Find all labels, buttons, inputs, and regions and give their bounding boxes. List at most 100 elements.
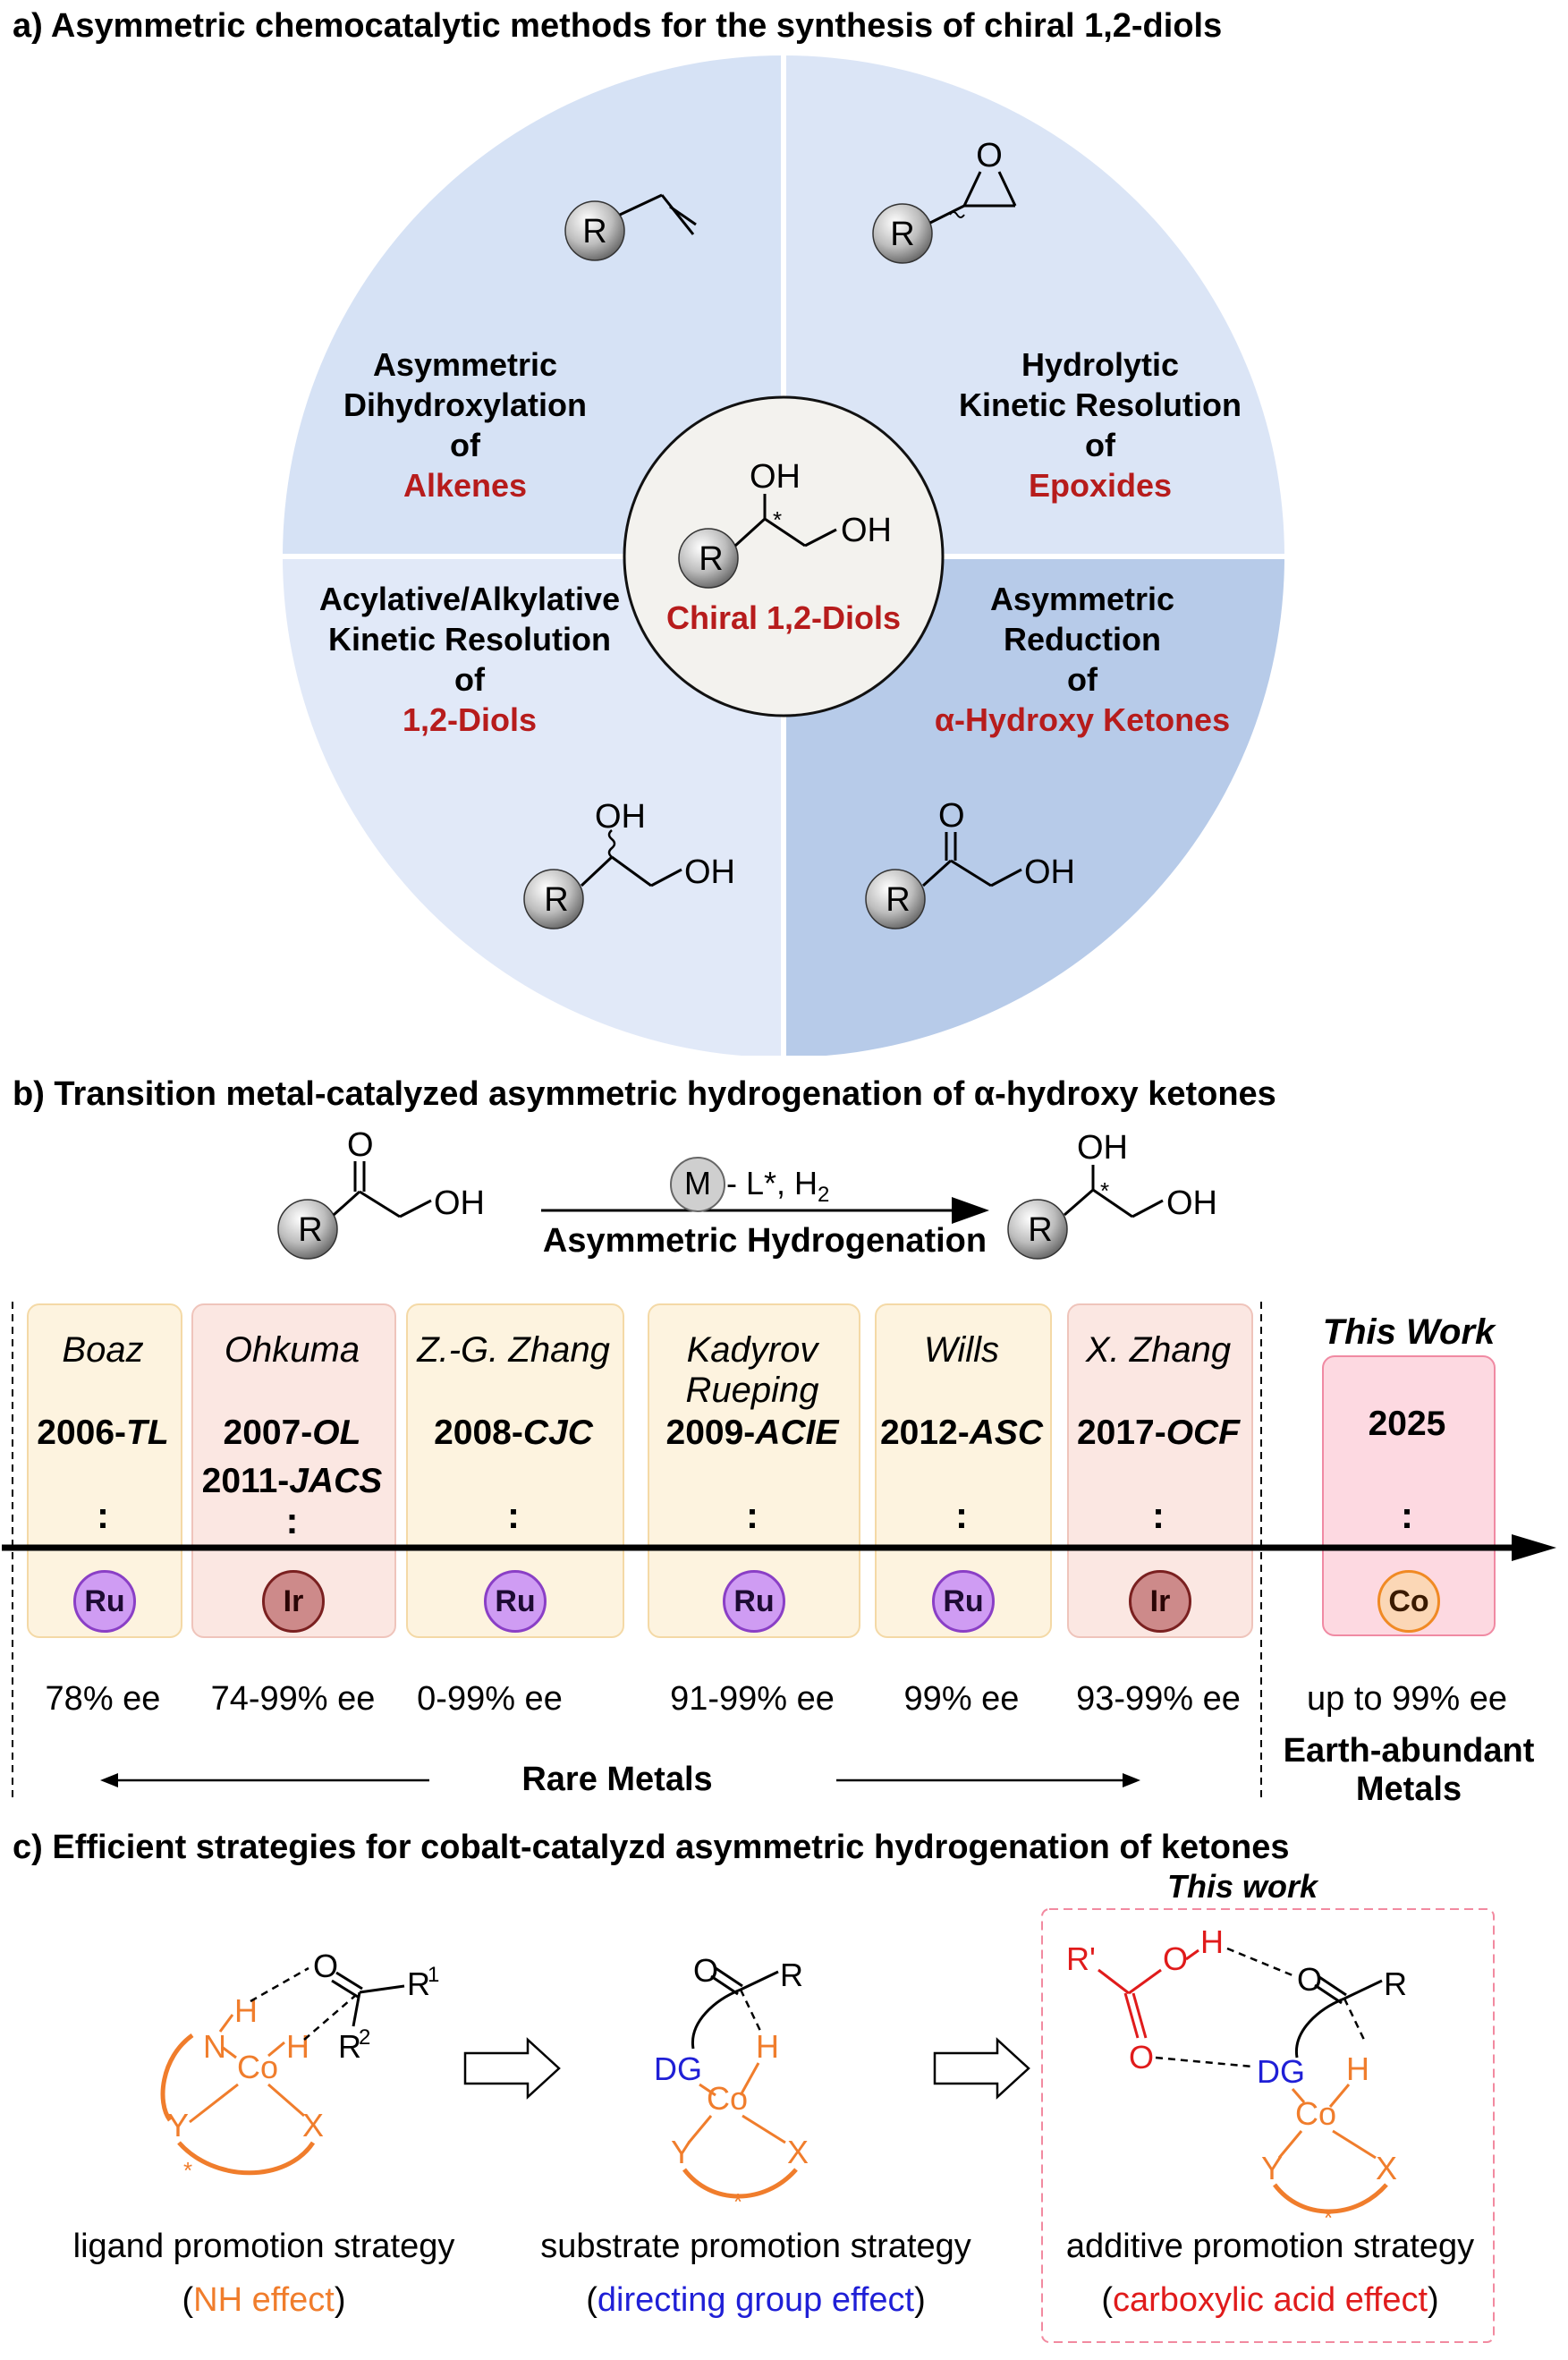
svg-text:O: O <box>693 1952 718 1989</box>
metal-badge-ru: Ru <box>73 1570 136 1633</box>
panel-a-wheel: R R O R OH * OH <box>283 55 1284 1056</box>
svg-text:R: R <box>582 213 606 250</box>
timeline-colon: : <box>97 1494 109 1536</box>
svg-text:*: * <box>1100 1177 1109 1204</box>
svg-text:R: R <box>699 540 723 578</box>
metal-badge-ir: Ir <box>1129 1570 1191 1633</box>
svg-text:OH: OH <box>841 512 892 549</box>
strategy-name: ligand promotion strategy <box>72 2228 455 2265</box>
timeline-axis <box>2 1534 1556 1561</box>
strategy-name: additive promotion strategy <box>1065 2228 1475 2265</box>
panel-c-schemes: Co N H H Y X * O R <box>160 1908 1495 2343</box>
strategy-name: substrate promotion strategy <box>540 2228 971 2265</box>
svg-text:Co: Co <box>707 2080 748 2117</box>
svg-text:H: H <box>234 1992 258 2029</box>
svg-text:O: O <box>313 1948 338 1984</box>
entry-ee: up to 99% ee <box>1307 1680 1507 1718</box>
quadrant-epoxides <box>784 55 1284 556</box>
timeline-colon: : <box>507 1494 520 1536</box>
this-work-label-c: This work <box>1167 1868 1318 1905</box>
quadrant-ketones <box>784 556 1284 1056</box>
svg-text:R: R <box>1384 1965 1407 2002</box>
entry-ee: 0-99% ee <box>417 1680 563 1718</box>
rare-metals-arrows <box>100 1773 1140 1787</box>
earth-abundant-label: Earth-abundant Metals <box>1283 1732 1535 1808</box>
this-work-label: This Work <box>1322 1312 1496 1352</box>
entry-year: 2007-OL <box>223 1413 361 1452</box>
svg-text:OH: OH <box>1077 1129 1128 1167</box>
entry-ee: 99% ee <box>903 1680 1020 1718</box>
metal-badge-ru: Ru <box>723 1570 785 1633</box>
svg-text:*: * <box>773 506 782 533</box>
timeline-colon: : <box>746 1494 759 1536</box>
metal-badge-co: Co <box>1377 1570 1440 1633</box>
quadrant-label-alkenes: Asymmetric Dihydroxylation of Alkenes <box>343 346 588 504</box>
epoxide-structure: R O <box>872 137 1017 264</box>
svg-text:X: X <box>787 2134 809 2170</box>
svg-text:OH: OH <box>434 1184 485 1222</box>
svg-text:R: R <box>338 2028 361 2065</box>
svg-text:Y: Y <box>671 2134 692 2170</box>
svg-text:H: H <box>286 2028 309 2065</box>
svg-text:X: X <box>1376 2150 1397 2186</box>
svg-text:H: H <box>756 2028 779 2065</box>
entry-year: 2025 <box>1368 1405 1446 1443</box>
strategy-effect: (NH effect) <box>182 2281 346 2319</box>
chiral-diol-structure: R OH * OH <box>678 458 892 589</box>
svg-text:R': R' <box>1066 1940 1096 1977</box>
metal-badge-ru: Ru <box>932 1570 995 1633</box>
svg-text:Y: Y <box>167 2107 189 2144</box>
entry-author: Wills <box>923 1330 1000 1370</box>
metal-badge-ru: Ru <box>484 1570 547 1633</box>
svg-text:O: O <box>347 1126 374 1164</box>
timeline-colon: : <box>1152 1494 1165 1536</box>
svg-text:*: * <box>1324 2204 1333 2231</box>
entry-ee: 74-99% ee <box>210 1680 376 1718</box>
entry-ee: 91-99% ee <box>670 1680 835 1718</box>
panel-c-title: c) Efficient strategies for cobalt-catal… <box>13 1829 1290 1866</box>
svg-text:2: 2 <box>359 2025 370 2050</box>
hydroxy-ketone-structure: R O OH <box>865 797 1075 930</box>
panel-b-title: b) Transition metal-catalyzed asymmetric… <box>13 1075 1276 1113</box>
entry-year-2: 2011-JACS <box>201 1462 383 1500</box>
panel-b-scheme: R O OH R OH * OH <box>12 1126 1262 1803</box>
entry-year: 2006-TL <box>37 1413 169 1452</box>
racemic-diol-structure: R OH OH <box>523 798 735 930</box>
strategy-effect: (directing group effect) <box>586 2281 926 2319</box>
svg-text:OH: OH <box>684 853 735 891</box>
center-label: Chiral 1,2-Diols <box>665 599 902 636</box>
svg-text:*: * <box>733 2188 742 2215</box>
quadrant-diols <box>283 556 784 1056</box>
svg-text:R: R <box>780 1957 803 1993</box>
svg-text:R: R <box>890 216 914 253</box>
quadrant-label-epoxides: Hydrolytic Kinetic Resolution of Epoxide… <box>958 346 1242 504</box>
svg-text:R: R <box>544 881 568 919</box>
panel-a-title: a) Asymmetric chemocatalytic methods for… <box>13 7 1223 45</box>
quadrant-label-diols: Acylative/Alkylative Kinetic Resolution … <box>318 581 621 738</box>
svg-text:OH: OH <box>750 458 801 496</box>
svg-text:Y: Y <box>1261 2150 1283 2186</box>
entry-ee: 93-99% ee <box>1076 1680 1241 1718</box>
svg-text:O: O <box>1163 1940 1188 1977</box>
timeline-colon: : <box>1401 1494 1413 1536</box>
entry-year: 2008-CJC <box>434 1413 593 1452</box>
svg-text:*: * <box>183 2157 192 2184</box>
strategy-effect: (carboxylic acid effect) <box>1101 2281 1439 2319</box>
svg-text:OH: OH <box>1166 1184 1217 1222</box>
svg-text:DG: DG <box>654 2050 702 2087</box>
entry-author: X. Zhang <box>1085 1330 1232 1370</box>
this-work-box <box>1041 1908 1495 2343</box>
catalyst-metal-label: M <box>684 1165 711 1201</box>
quadrant-alkenes <box>283 55 784 556</box>
ligand-promotion-scheme: Co N H H Y X * O R <box>160 1948 439 2184</box>
svg-text:1: 1 <box>428 1963 439 1987</box>
svg-text:H: H <box>1200 1923 1224 1960</box>
svg-text:OH: OH <box>595 798 646 836</box>
svg-text:H: H <box>1346 2050 1369 2087</box>
substrate-promotion-scheme: O R DG H Co Y X * <box>654 1952 809 2215</box>
entry-author: Kadyrov <box>686 1330 818 1370</box>
alkene-structure: R <box>564 193 697 261</box>
entry-author: Boaz <box>62 1330 144 1370</box>
catalyst-reagents: - L*, H2 <box>726 1165 830 1208</box>
center-circle <box>623 395 945 717</box>
